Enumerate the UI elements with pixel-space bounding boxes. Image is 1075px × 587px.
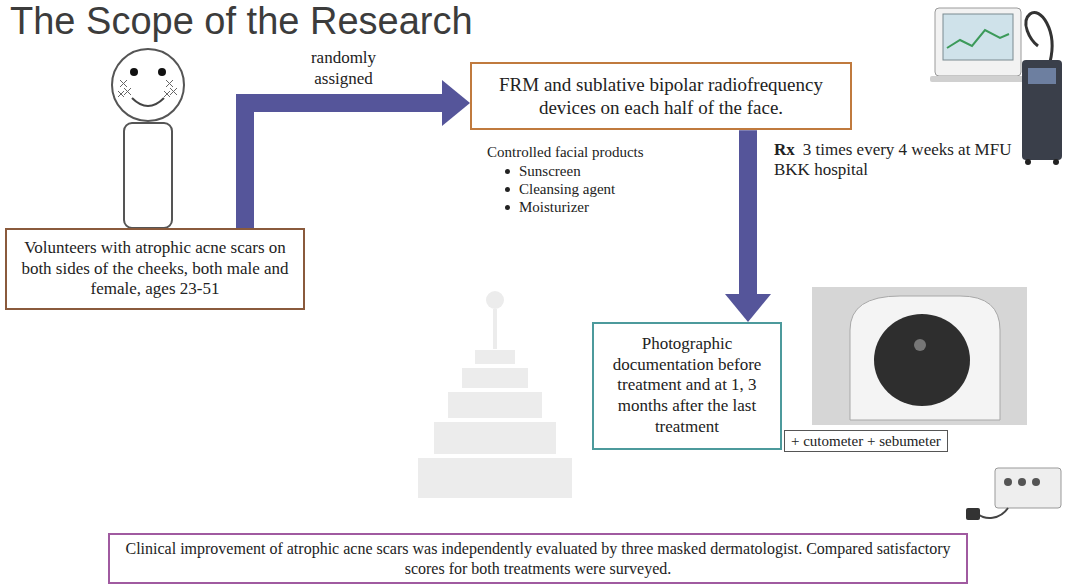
instrument-box: + cutometer + sebumeter — [784, 430, 948, 452]
block-arrow — [725, 130, 771, 322]
label-text: Cleansing agent — [519, 181, 615, 197]
device-base — [930, 76, 1026, 82]
list-item: Cleansing agent — [505, 180, 615, 198]
participant-box: Volunteers with atrophic acne scars on b… — [5, 228, 305, 310]
laser-panel — [1028, 68, 1056, 84]
camera-lens — [914, 339, 926, 351]
list-heading: Controlled facial products — [487, 143, 644, 161]
evaluation-box: Clinical improvement of atrophic acne sc… — [108, 533, 968, 584]
laser-wheel — [1053, 159, 1059, 165]
meter-port — [1004, 478, 1012, 486]
arrow-shaft — [739, 130, 757, 294]
documentation-box: Photographic documentation before treatm… — [592, 322, 782, 450]
acne-scar-mark — [118, 80, 131, 97]
watermark-spire — [493, 309, 497, 349]
box-text: Photographic documentation before treatm… — [604, 334, 770, 438]
meter-cable — [978, 508, 1008, 518]
meter-probe — [966, 508, 980, 520]
imaging-camera-picture — [812, 287, 1027, 425]
watermark-tier — [448, 392, 542, 418]
box-text: FRM and sublative bipolar radiofrequency… — [482, 73, 840, 119]
list-item: Sunscreen — [505, 162, 581, 180]
block-arrow — [245, 80, 470, 228]
bullet-dot — [505, 169, 510, 174]
watermark-tier — [462, 368, 528, 388]
slide-title: The Scope of the Research — [10, 0, 473, 42]
cutometer-picture — [966, 468, 1061, 520]
rx-symbol: Rx — [774, 140, 795, 159]
laser-arm — [1026, 12, 1052, 62]
camera-opening — [874, 314, 970, 406]
person-eye — [130, 68, 138, 76]
schedule-text: 3 times every 4 weeks at MFU BKK hospita… — [774, 140, 1011, 179]
bullet-dot — [505, 205, 510, 210]
bullet-dot — [505, 187, 510, 192]
person-head — [112, 49, 184, 121]
laser-wheel — [1025, 159, 1031, 165]
camera-hood — [850, 296, 1000, 420]
schedule-note: Rx3 times every 4 weeks at MFU BKK hospi… — [774, 140, 1019, 181]
university-watermark — [418, 291, 572, 498]
arrow-shaft — [245, 103, 442, 228]
list-item: Moisturizer — [505, 198, 589, 216]
box-text: Clinical improvement of atrophic acne sc… — [120, 539, 956, 578]
label-text: Controlled facial products — [487, 144, 644, 160]
laser-tower — [1022, 60, 1062, 160]
laser-device-picture — [1022, 12, 1062, 165]
person-body — [124, 123, 172, 228]
device-screen-graph — [947, 30, 1009, 48]
person-eye — [158, 68, 166, 76]
meter-unit — [995, 468, 1061, 508]
box-text: Volunteers with atrophic acne scars on b… — [17, 238, 293, 300]
box-text: + cutometer + sebumeter — [791, 432, 941, 450]
edge-label: randomly assigned — [289, 48, 399, 89]
watermark-orb — [486, 291, 504, 309]
label-text: Sunscreen — [519, 163, 581, 179]
watermark-tier — [475, 350, 515, 364]
treatment-box: FRM and sublative bipolar radiofrequency… — [470, 62, 852, 130]
device-screen — [943, 14, 1013, 60]
acne-scar-mark — [164, 80, 177, 97]
arrow-head — [725, 294, 771, 322]
person-smile — [132, 98, 164, 106]
meter-port — [1018, 478, 1026, 486]
watermark-tier — [434, 422, 556, 454]
watermark-tier — [418, 458, 572, 498]
rf-device-picture — [930, 8, 1026, 82]
arrow-head — [442, 80, 470, 126]
camera-photo-ground — [812, 287, 1027, 425]
meter-port — [1032, 478, 1040, 486]
label-text: Moisturizer — [519, 199, 589, 215]
person-figure — [112, 49, 184, 228]
device-housing — [935, 8, 1021, 76]
